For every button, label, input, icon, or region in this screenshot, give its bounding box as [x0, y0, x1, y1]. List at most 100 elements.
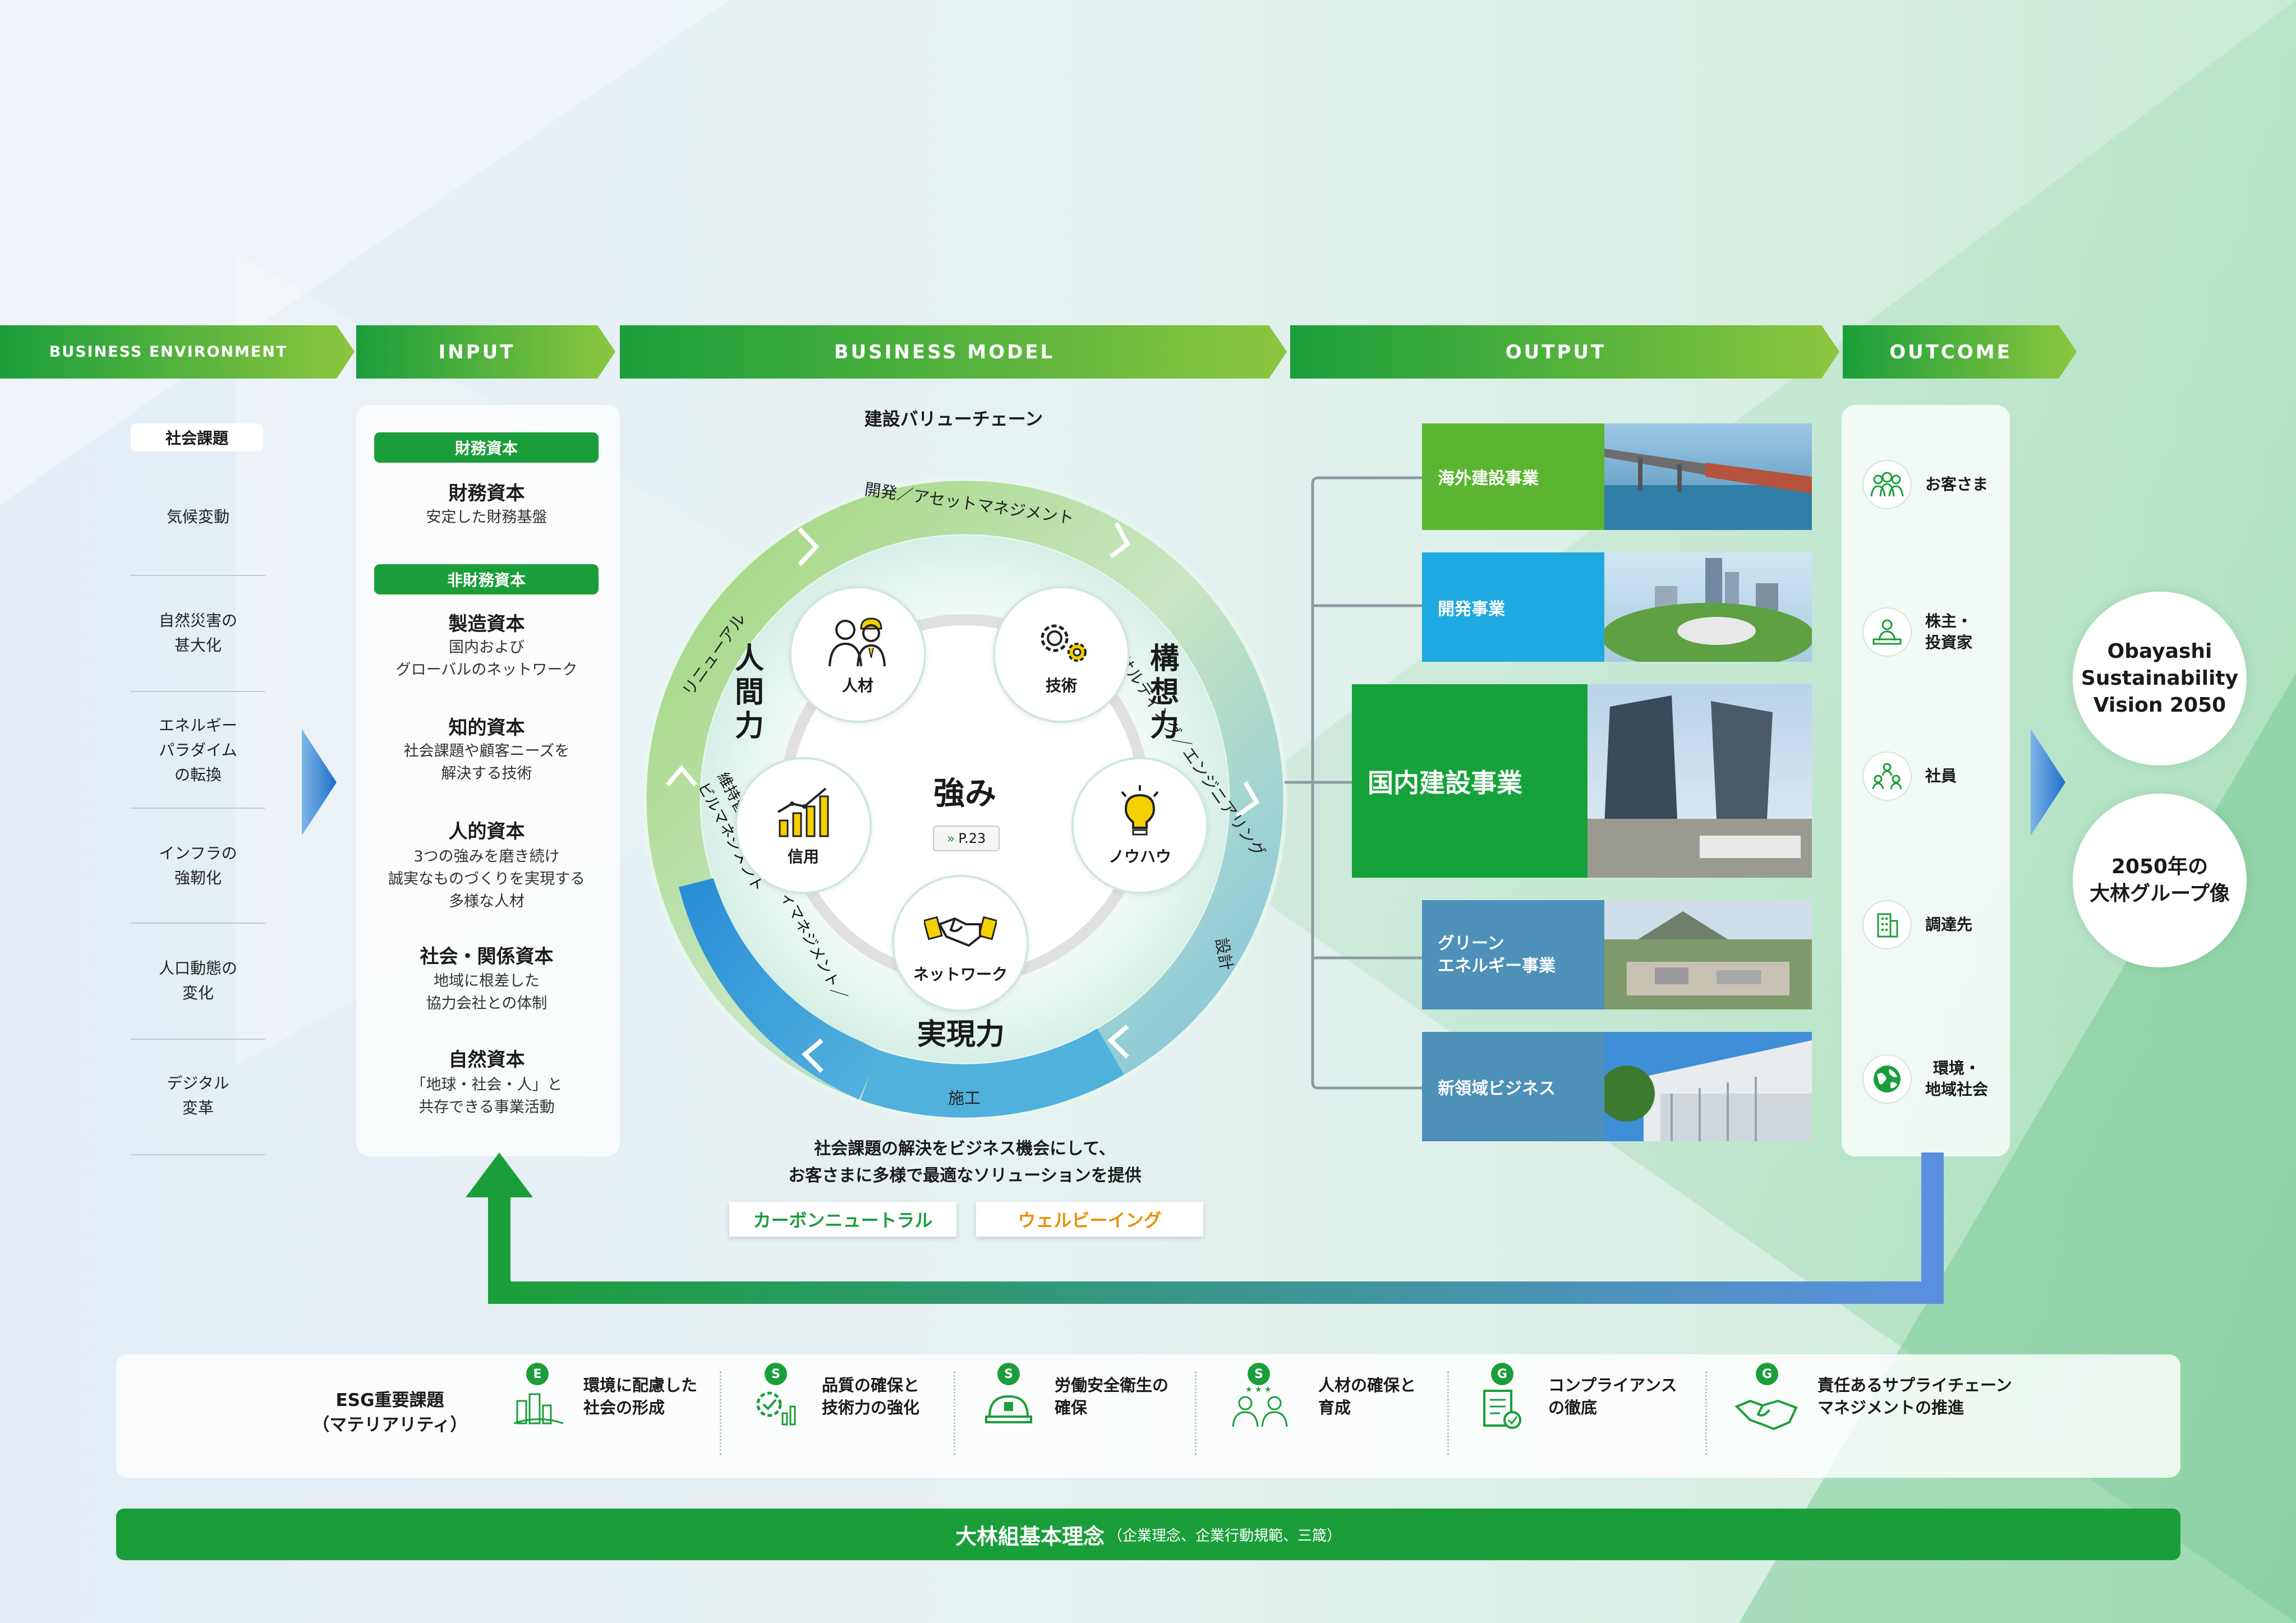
- lightbulb-icon: [1121, 785, 1159, 836]
- bridge-photo: [1604, 423, 1812, 530]
- banner-environment: BUSINESS ENVIRONMENT: [49, 343, 288, 361]
- esg-item-safety: S 労働安全衛生の確保: [982, 1363, 1168, 1424]
- banner-output: OUTPUT: [1505, 340, 1607, 363]
- capital-title: 知的資本: [448, 717, 525, 739]
- svg-text:★ ★ ★: ★ ★ ★: [1245, 1385, 1272, 1394]
- capital-title: 社会・関係資本: [420, 946, 554, 968]
- esg-divider: [1195, 1371, 1197, 1455]
- output-domestic-construction[interactable]: 国内建設事業: [1352, 684, 1812, 878]
- output-new-business[interactable]: 新領域ビジネス: [1422, 1032, 1812, 1141]
- power-human: 人間力: [735, 642, 765, 743]
- suppliers-icon: [1862, 900, 1912, 949]
- vision-group-2050: 2050年の大林グループ像: [2073, 794, 2247, 967]
- customers-icon: [1862, 460, 1912, 509]
- capital-desc: 3つの強みを磨き続け誠実なものづくりを実現する多様な人材: [388, 848, 585, 910]
- env-item-disaster: 自然災害の甚大化: [158, 611, 237, 654]
- output-overseas-construction[interactable]: 海外建設事業: [1422, 423, 1812, 530]
- strength-technology: 技術: [993, 586, 1130, 723]
- double-chevron-icon: »: [946, 831, 955, 846]
- power-realization: 実現力: [917, 1018, 1005, 1052]
- capital-title: 自然資本: [448, 1049, 525, 1071]
- strength-trust: 信用: [735, 757, 872, 894]
- environment-city-icon: [513, 1393, 564, 1424]
- people-helmet-icon: [829, 617, 886, 667]
- strength-people: 人材: [789, 586, 926, 723]
- capital-desc: 安定した財務基盤: [426, 509, 547, 526]
- financial-capital-header: 財務資本: [374, 432, 599, 463]
- stakeholder-employees: 社員: [1862, 751, 2008, 801]
- strength-network: ネットワーク: [892, 875, 1029, 1012]
- facility-photo: [1604, 1032, 1812, 1141]
- business-model-caption: 社会課題の解決をビジネス機会にして、 お客さまに多様で最適なソリューションを提供: [788, 1139, 1142, 1186]
- esg-item-environment: E 環境に配慮した社会の形成: [510, 1363, 697, 1424]
- esg-item-compliance: G コンプライアンスの徹底: [1475, 1363, 1677, 1429]
- gears-icon: [1041, 624, 1087, 662]
- shareholders-icon: [1862, 607, 1912, 657]
- page-reference[interactable]: » P.23: [933, 826, 1000, 851]
- env-item-infrastructure: インフラの強靭化: [159, 844, 237, 887]
- esg-divider: [720, 1371, 721, 1455]
- ring-label-construction: 施工: [948, 1089, 981, 1108]
- esg-divider: [1705, 1371, 1707, 1455]
- energy-plant-photo: [1604, 900, 1812, 1009]
- flow-arrow-icon: [2031, 729, 2065, 836]
- capital-desc: 国内およびグローバルのネットワーク: [395, 639, 578, 679]
- esg-item-talent: S ★ ★ ★ 人材の確保と育成: [1223, 1363, 1416, 1427]
- skyscraper-photo: [1588, 684, 1812, 878]
- env-divider: [131, 1039, 265, 1040]
- section-banners: [0, 325, 2077, 379]
- capital-title: 製造資本: [448, 613, 525, 635]
- employees-icon: [1862, 751, 1912, 801]
- env-item-digital: デジタル変革: [167, 1074, 229, 1117]
- helmet-icon: [985, 1395, 1032, 1423]
- stakeholder-suppliers: 調達先: [1862, 900, 2008, 949]
- env-divider: [131, 691, 265, 692]
- env-item-energy: エネルギーパラダイムの転換: [158, 716, 237, 784]
- strengths-title: 強み: [933, 776, 996, 812]
- people-stars-icon: ★ ★ ★: [1232, 1385, 1288, 1427]
- output-green-energy[interactable]: グリーンエネルギー事業: [1422, 900, 1812, 1009]
- basic-philosophy-bar: 大林組基本理念 （企業理念、企業行動規範、三箴）: [116, 1509, 2180, 1560]
- esg-divider: [1447, 1371, 1449, 1455]
- esg-item-quality: S 品質の確保と技術力の強化: [749, 1363, 919, 1426]
- output-development[interactable]: 開発事業: [1422, 552, 1812, 662]
- strength-knowhow: ノウハウ: [1071, 757, 1208, 894]
- quality-gear-icon: [756, 1391, 796, 1426]
- capital-title: 財務資本: [448, 482, 525, 505]
- env-divider: [131, 808, 265, 809]
- tag-wellbeing: ウェルビーイング: [976, 1202, 1203, 1237]
- env-item-demographics: 人口動態の変化: [158, 959, 237, 1002]
- handshake-icon: [924, 916, 997, 947]
- stakeholder-customers: お客さま: [1862, 460, 2008, 509]
- handshake-icon: [1734, 1399, 1798, 1431]
- esg-item-supply-chain: G 責任あるサプライチェーンマネジメントの推進: [1733, 1363, 2012, 1431]
- capital-desc: 地域に根差した協力会社との体制: [426, 972, 547, 1012]
- esg-materiality-panel: [116, 1354, 2180, 1478]
- banner-business-model: BUSINESS MODEL: [834, 340, 1055, 363]
- capital-desc: 「地球・社会・人」と共存できる事業活動: [411, 1076, 563, 1116]
- stakeholder-environment-community: 環境・地域社会: [1862, 1054, 2008, 1104]
- capital-title: 人的資本: [448, 820, 525, 843]
- input-panel: [356, 405, 620, 1156]
- env-divider: [131, 1154, 265, 1155]
- growth-chart-icon: [777, 787, 829, 837]
- banner-outcome: OUTCOME: [1889, 340, 2012, 363]
- feedback-loop-arrow: [466, 1152, 1944, 1304]
- nonfinancial-capital-header: 非財務資本: [374, 564, 599, 594]
- env-item-climate: 気候変動: [166, 508, 229, 526]
- power-concept: 構想力: [1150, 642, 1180, 743]
- social-issues-header: 社会課題: [131, 423, 263, 451]
- tag-carbon-neutral: カーボンニュートラル: [729, 1202, 956, 1237]
- value-chain-title: 建設バリューチェーン: [864, 408, 1043, 430]
- env-divider: [131, 923, 265, 924]
- stakeholder-shareholders: 株主・投資家: [1862, 607, 2008, 657]
- esg-divider: [954, 1371, 955, 1455]
- env-divider: [131, 575, 265, 576]
- globe-icon: [1862, 1054, 1912, 1104]
- flow-arrow-icon: [302, 729, 337, 836]
- banner-input: INPUT: [438, 340, 516, 363]
- city-park-photo: [1604, 552, 1812, 662]
- compliance-clipboard-icon: [1483, 1390, 1521, 1429]
- esg-title: ESG重要課題 （マテリアリティ）: [312, 1390, 468, 1435]
